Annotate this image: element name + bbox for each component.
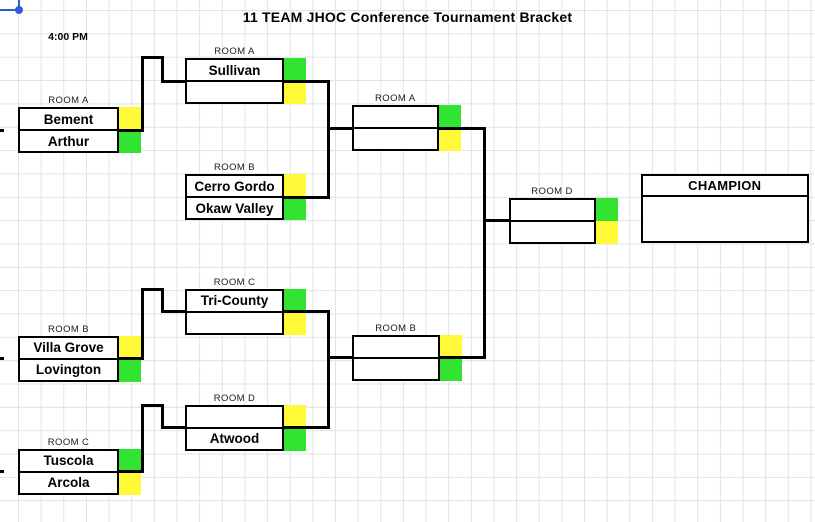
- room-label: ROOM A: [214, 46, 255, 57]
- result-cell[interactable]: [595, 197, 618, 221]
- room-label: ROOM B: [375, 322, 417, 334]
- match-box-qf-room-c: ROOM C Tri-County: [185, 276, 306, 335]
- result-cell[interactable]: [284, 81, 306, 104]
- connector-line: [482, 219, 509, 222]
- result-cell[interactable]: [439, 105, 461, 128]
- result-cell[interactable]: [439, 128, 461, 151]
- match-box-qf-room-d: ROOM D Atwood: [185, 392, 306, 451]
- connector-line: [439, 126, 486, 130]
- room-label: ROOM A: [48, 95, 89, 106]
- team-slot[interactable]: [353, 127, 437, 149]
- room-label: ROOM B: [214, 162, 255, 173]
- result-cell[interactable]: [119, 448, 141, 472]
- connector-line: [160, 79, 186, 83]
- team-slot[interactable]: [187, 406, 282, 427]
- selection-border-bottom: [0, 9, 19, 11]
- connector-line: [160, 310, 186, 313]
- team-slot[interactable]: Arcola: [20, 470, 117, 493]
- team-slot[interactable]: [353, 107, 437, 127]
- result-cell[interactable]: [440, 334, 462, 358]
- champion-label: CHAMPION: [643, 176, 807, 195]
- connector-line: [140, 403, 144, 473]
- team-slot[interactable]: Arthur: [20, 129, 117, 151]
- team-slot[interactable]: Cerro Gordo: [187, 176, 282, 196]
- connector-line: [326, 126, 352, 130]
- team-slot[interactable]: [510, 219, 594, 242]
- result-cell[interactable]: [440, 357, 462, 381]
- connector-line: [140, 403, 164, 407]
- connector-line: [140, 55, 144, 132]
- result-cell[interactable]: [119, 107, 141, 130]
- team-slot[interactable]: Atwood: [187, 426, 282, 449]
- connector-line: [160, 55, 164, 83]
- connector-line: [160, 426, 186, 429]
- team-slot[interactable]: Villa Grove: [20, 337, 117, 358]
- room-label: ROOM C: [47, 436, 90, 448]
- connector-line: [284, 79, 330, 83]
- match-box-qf-room-b: ROOM B Cerro Gordo Okaw Valley: [185, 161, 306, 220]
- result-cell[interactable]: [119, 130, 141, 153]
- match-box-sf-room-a: ROOM A: [351, 92, 461, 151]
- team-slot[interactable]: [353, 336, 438, 357]
- team-slot[interactable]: [510, 199, 594, 220]
- connector-line: [140, 287, 164, 291]
- result-cell[interactable]: [284, 58, 306, 81]
- time-label: 4:00 PM: [48, 31, 88, 43]
- edge-tick-line: [0, 128, 4, 132]
- room-label: ROOM B: [48, 323, 89, 335]
- connector-line: [482, 126, 486, 359]
- team-slot[interactable]: Okaw Valley: [187, 196, 282, 218]
- team-slot[interactable]: Sullivan: [187, 60, 282, 80]
- edge-tick-line: [0, 357, 4, 360]
- team-slot[interactable]: Bement: [20, 109, 117, 129]
- match-box-round1-room-b: ROOM B Villa Grove Lovington: [18, 323, 141, 382]
- result-cell[interactable]: [284, 311, 306, 335]
- result-cell[interactable]: [284, 197, 306, 220]
- match-box-round1-room-a: ROOM A Bement Arthur: [18, 94, 141, 153]
- connector-line: [284, 426, 330, 429]
- result-cell[interactable]: [119, 358, 141, 382]
- connector-line: [119, 357, 144, 360]
- team-slot[interactable]: [187, 80, 282, 102]
- connector-line: [119, 470, 144, 473]
- connector-line: [326, 356, 352, 359]
- champion-winner-slot[interactable]: [643, 194, 807, 241]
- champion-box: CHAMPION: [641, 174, 809, 243]
- team-slot[interactable]: Tuscola: [20, 450, 117, 471]
- connector-line: [326, 79, 330, 199]
- connector-line: [160, 287, 164, 313]
- connector-line: [119, 128, 144, 132]
- team-slot[interactable]: [187, 310, 282, 333]
- room-label: ROOM D: [213, 392, 256, 404]
- connector-line: [140, 55, 164, 59]
- result-cell[interactable]: [284, 427, 306, 451]
- team-slot[interactable]: Tri-County: [187, 290, 282, 311]
- selection-border-right: [18, 0, 20, 10]
- result-cell[interactable]: [284, 174, 306, 197]
- match-box-qf-room-a: ROOM A Sullivan: [185, 45, 306, 104]
- room-label: ROOM C: [213, 276, 256, 288]
- match-box-round1-room-c: ROOM C Tuscola Arcola: [18, 436, 141, 495]
- team-slot[interactable]: Lovington: [20, 357, 117, 380]
- result-cell[interactable]: [284, 288, 306, 312]
- connector-line: [140, 287, 144, 360]
- connector-line: [326, 310, 330, 429]
- edge-tick-line: [0, 470, 4, 473]
- result-cell[interactable]: [595, 220, 618, 244]
- connector-line: [284, 195, 330, 199]
- result-cell[interactable]: [284, 404, 306, 428]
- connector-line: [440, 356, 486, 359]
- match-box-final-room-d: ROOM D: [508, 185, 618, 244]
- result-cell[interactable]: [119, 335, 141, 359]
- room-label: ROOM D: [531, 185, 573, 197]
- selection-handle[interactable]: [15, 6, 23, 14]
- team-slot[interactable]: [353, 356, 438, 379]
- page-title: 11 TEAM JHOC Conference Tournament Brack…: [242, 9, 573, 25]
- match-box-sf-room-b: ROOM B: [351, 322, 462, 381]
- result-cell[interactable]: [119, 471, 141, 495]
- connector-line: [160, 403, 164, 429]
- room-label: ROOM A: [375, 93, 416, 104]
- connector-line: [284, 310, 330, 313]
